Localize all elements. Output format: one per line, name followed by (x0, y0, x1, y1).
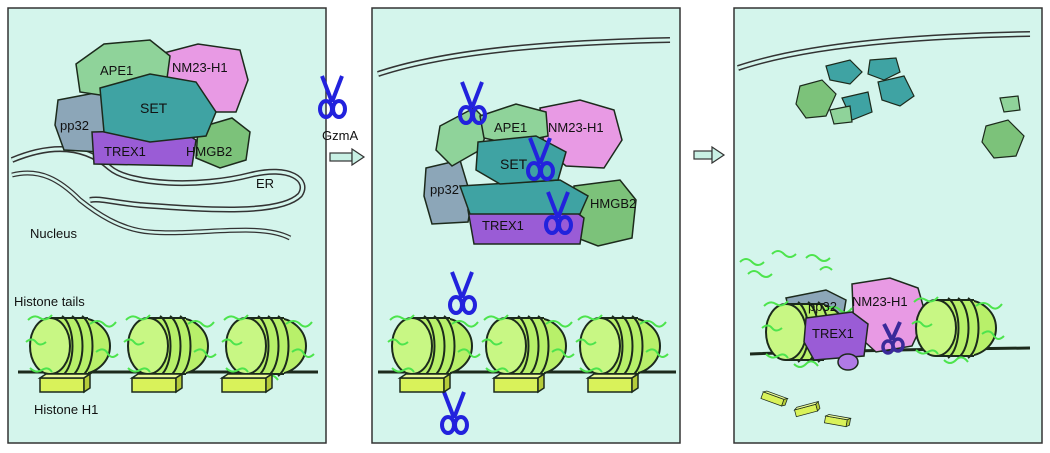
pp32-label: pp32 (430, 182, 459, 197)
cleaved-histone-tails (739, 250, 833, 278)
hmgb2-label: HMGB2 (186, 144, 232, 159)
histone-h1-block (493, 373, 545, 393)
trex1-label: TREX1 (482, 218, 524, 233)
pp32-label: pp32 (60, 118, 89, 133)
ape1-label: APE1 (494, 120, 527, 135)
set-complex-cleaved: APE1 NM23-H1 SET pp32 TREX1 HMGB2 (423, 99, 637, 247)
panel-2: APE1 NM23-H1 SET pp32 TREX1 HMGB2 (371, 7, 681, 444)
set-bottom-fragment (458, 179, 589, 215)
nm23-label: NM23-H1 (172, 60, 228, 75)
histone-h1-label: Histone H1 (34, 402, 98, 417)
hmgb2-label: HMGB2 (590, 196, 636, 211)
set-complex: APE1 NM23-H1 SET pp32 TREX1 HMGB2 (54, 39, 251, 169)
histone-h1-block (221, 373, 273, 393)
protein-fragments (795, 57, 1025, 159)
nucleus-label: Nucleus (30, 226, 77, 241)
pp32-label: pp32 (808, 299, 837, 314)
trex1-protein (803, 311, 869, 371)
set-label: SET (500, 156, 528, 172)
histone-h1-block (399, 373, 451, 393)
panel-3-background (733, 7, 1043, 444)
panel-3: pp32 NM23-H1 TREX1 (733, 7, 1043, 444)
histone-h1-block (39, 373, 91, 393)
scissors-icon (881, 321, 905, 355)
histone-h1-block (131, 373, 183, 393)
nm23-label: NM23-H1 (548, 120, 604, 135)
arrow-right-icon (329, 147, 366, 167)
trex1-label: TREX1 (812, 326, 854, 341)
set-label: SET (140, 100, 168, 116)
ape1-protein (479, 103, 549, 145)
set-protein (99, 73, 217, 143)
ape1-label: APE1 (100, 63, 133, 78)
trex1-label: TREX1 (104, 144, 146, 159)
arrow-right-icon (693, 145, 726, 165)
gzma-label: GzmA (322, 128, 358, 143)
set-protein (475, 135, 567, 185)
histone-h1-block (587, 373, 639, 393)
nm23-label: NM23-H1 (852, 294, 908, 309)
histone-tails-label: Histone tails (14, 294, 85, 309)
panel-1: APE1 NM23-H1 SET pp32 TREX1 HMGB2 ER Nuc… (7, 7, 327, 444)
hmgb2-protein (195, 117, 251, 169)
er-label: ER (256, 176, 274, 191)
gzma-entry: GzmA (318, 74, 366, 167)
